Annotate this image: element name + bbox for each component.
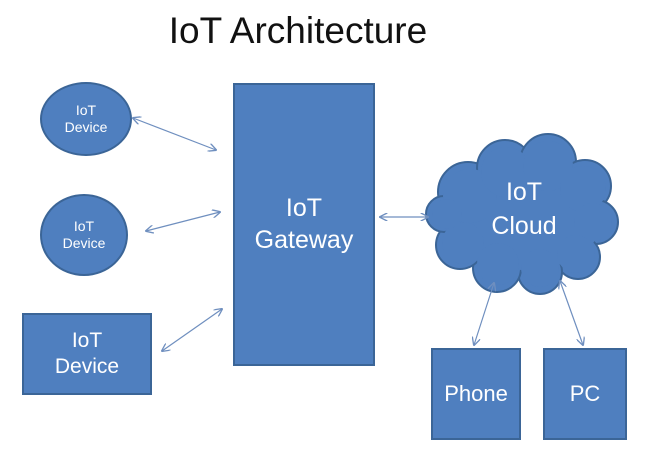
iot-device-node-2: IoT Device — [40, 194, 128, 276]
iot-gateway-node: IoT Gateway — [233, 83, 375, 366]
arrow-device1-gateway — [133, 118, 216, 150]
iot-device-label-1: IoT Device — [64, 101, 108, 136]
pc-label: PC — [569, 381, 601, 407]
iot-device-label-3: IoT Device — [54, 328, 120, 378]
phone-node: Phone — [431, 348, 521, 440]
phone-label: Phone — [444, 381, 508, 407]
iot-gateway-label: IoT Gateway — [254, 194, 354, 254]
pc-node: PC — [543, 348, 627, 440]
iot-device-node-1: IoT Device — [40, 82, 132, 156]
arrow-cloud-pc — [560, 281, 583, 345]
arrow-device3-gateway — [162, 309, 222, 351]
iot-device-label-2: IoT Device — [62, 217, 106, 252]
arrow-cloud-phone — [474, 283, 494, 345]
cloud-shape — [425, 133, 619, 295]
diagram-title: IoT Architecture — [168, 10, 428, 51]
arrow-device2-gateway — [146, 212, 220, 231]
iot-cloud-label: IoT Cloud — [491, 178, 557, 240]
iot-device-node-3: IoT Device — [22, 313, 152, 395]
